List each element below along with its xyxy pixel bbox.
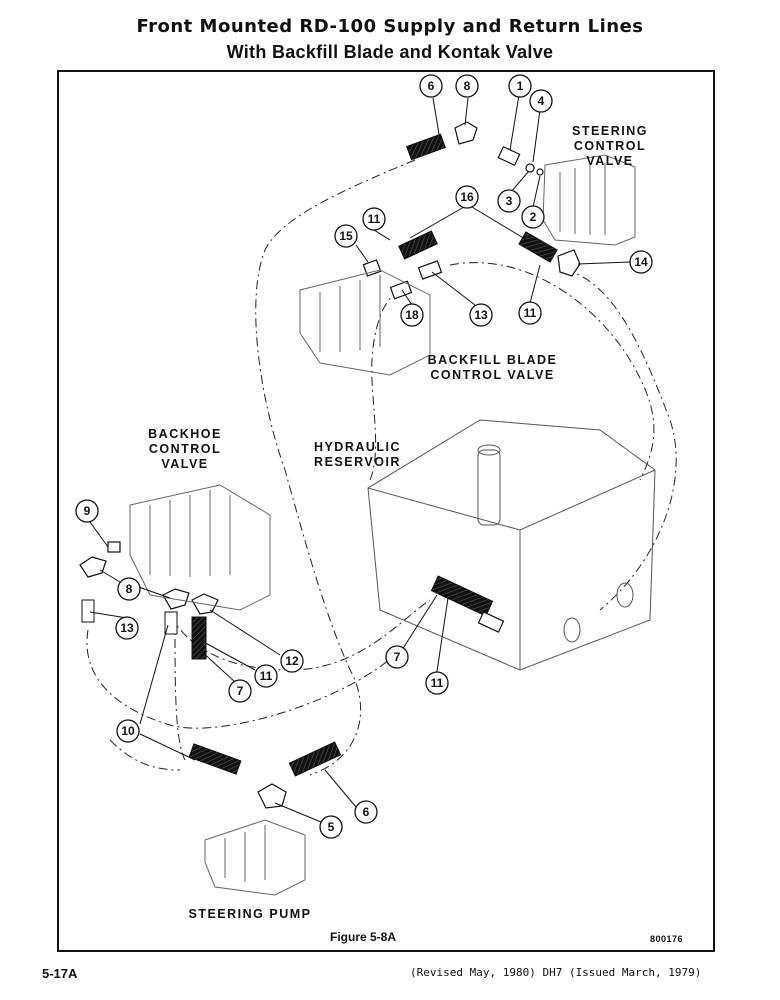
callout-5: 5 xyxy=(319,815,343,839)
connector-1 xyxy=(497,145,521,167)
callout-12: 12 xyxy=(280,649,304,673)
callout-6-top: 6 xyxy=(419,74,443,98)
tee-fitting-5 xyxy=(257,783,287,809)
callout-11-reservoir: 11 xyxy=(425,671,449,695)
backfill-blade-control-valve xyxy=(299,269,431,376)
callout-10: 10 xyxy=(116,719,140,743)
svg-text:7: 7 xyxy=(237,684,244,698)
svg-text:12: 12 xyxy=(285,654,299,668)
svg-text:9: 9 xyxy=(84,504,91,518)
svg-text:11: 11 xyxy=(368,212,381,226)
svg-text:11: 11 xyxy=(260,669,273,683)
hoses xyxy=(81,133,558,777)
hose-7-backhoe xyxy=(191,616,207,660)
svg-text:13: 13 xyxy=(474,308,488,322)
callout-9: 9 xyxy=(75,499,99,523)
svg-text:11: 11 xyxy=(524,306,537,320)
callout-13-top: 13 xyxy=(469,303,493,327)
label-backfill-blade-control-valve: BACKFILL BLADE CONTROL VALVE xyxy=(427,353,558,382)
tee-fitting-14 xyxy=(557,249,581,277)
revision-note: (Revised May, 1980) DH7 (Issued March, 1… xyxy=(410,966,702,979)
svg-text:13: 13 xyxy=(120,621,134,635)
svg-text:3: 3 xyxy=(506,194,513,208)
page-number: 5-17A xyxy=(42,966,78,981)
svg-text:1: 1 xyxy=(517,79,524,93)
figure-frame xyxy=(57,70,715,952)
page-title-line-2: With Backfill Blade and Kontak Valve xyxy=(226,42,554,62)
hose-10-pump xyxy=(188,743,242,775)
callout-1: 1 xyxy=(508,74,532,98)
reservoir-return-line xyxy=(449,262,655,481)
steering-control-valve xyxy=(542,154,636,246)
callout-18: 18 xyxy=(400,303,424,327)
callout-11-top: 11 xyxy=(362,207,386,231)
hydraulic-reservoir xyxy=(367,419,656,671)
backfill-supply-line xyxy=(369,289,401,481)
callout-6-pump: 6 xyxy=(354,800,378,824)
svg-text:10: 10 xyxy=(121,724,135,738)
hose-7-reservoir xyxy=(430,575,494,617)
elbow-fitting-8-top xyxy=(454,121,478,145)
callout-11-backhoe: 11 xyxy=(254,664,278,688)
figure-caption: Figure 5-8A xyxy=(330,930,397,944)
callout-14: 14 xyxy=(629,250,653,274)
callout-7-reservoir: 7 xyxy=(385,645,409,669)
backhoe-supply-line xyxy=(86,629,401,729)
hose-16-left xyxy=(398,230,438,260)
svg-text:5: 5 xyxy=(328,820,335,834)
steering-return-line xyxy=(564,269,677,611)
plug-9 xyxy=(107,541,121,553)
hose-6-top xyxy=(406,133,446,161)
label-backhoe-control-valve: BACKHOE CONTROL VALVE xyxy=(148,427,222,471)
svg-text:18: 18 xyxy=(405,308,419,322)
svg-text:8: 8 xyxy=(126,582,133,596)
svg-text:7: 7 xyxy=(394,650,401,664)
callout-13-left: 13 xyxy=(115,616,139,640)
callout-4: 4 xyxy=(529,89,553,113)
pump-line-left xyxy=(109,739,181,771)
leader-lines xyxy=(89,94,631,823)
svg-text:4: 4 xyxy=(538,94,545,108)
fitting-10-backhoe xyxy=(164,611,178,635)
backhoe-control-valve xyxy=(129,484,271,611)
fitting-13-top xyxy=(417,260,443,280)
fitting-15 xyxy=(362,259,382,277)
callout-7-backhoe: 7 xyxy=(228,679,252,703)
drawing-code: 800176 xyxy=(650,934,684,944)
hose-16-right xyxy=(518,231,558,263)
svg-text:14: 14 xyxy=(634,255,648,269)
svg-text:15: 15 xyxy=(339,229,353,243)
page-title-line-1: Front Mounted RD-100 Supply and Return L… xyxy=(136,16,644,37)
callout-16: 16 xyxy=(455,185,479,209)
svg-text:11: 11 xyxy=(431,676,444,690)
fitting-13-left xyxy=(81,599,95,623)
label-steering-control-valve: STEERING CONTROL VALVE xyxy=(572,124,648,168)
label-hydraulic-reservoir: HYDRAULIC RESERVOIR xyxy=(313,440,402,469)
elbow-8-left xyxy=(79,556,107,578)
svg-text:16: 16 xyxy=(460,190,474,204)
callout-3: 3 xyxy=(497,189,521,213)
callout-15: 15 xyxy=(334,224,358,248)
callout-11-right: 11 xyxy=(518,301,542,325)
label-steering-pump: STEERING PUMP xyxy=(188,907,312,921)
reservoir-fitting xyxy=(477,611,505,633)
o-ring-2 xyxy=(536,168,544,176)
svg-text:6: 6 xyxy=(363,805,370,819)
callout-2: 2 xyxy=(521,205,545,229)
supply-line-steering xyxy=(255,159,416,776)
callout-8-left: 8 xyxy=(117,577,141,601)
svg-text:6: 6 xyxy=(428,79,435,93)
o-ring-3 xyxy=(525,163,535,173)
svg-text:2: 2 xyxy=(530,210,537,224)
svg-text:8: 8 xyxy=(464,79,471,93)
callouts: 6 8 1 4 3 2 16 11 15 14 18 13 11 9 8 13 … xyxy=(75,74,653,839)
steering-pump xyxy=(204,819,306,896)
fitting-18 xyxy=(389,280,413,300)
fittings xyxy=(79,121,581,809)
hose-6-pump xyxy=(288,741,342,777)
callout-8-top: 8 xyxy=(455,74,479,98)
pump-line-center xyxy=(174,619,186,761)
